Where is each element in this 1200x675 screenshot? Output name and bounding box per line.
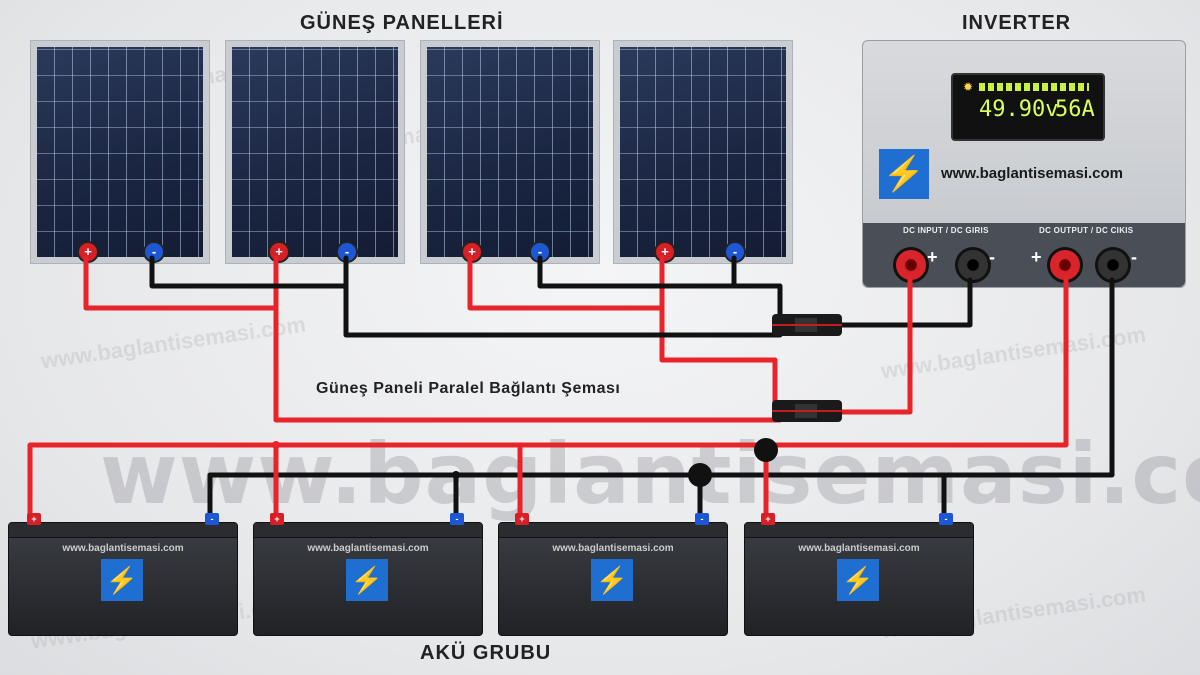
battery-1: + - www.baglantisemasi.com ⚡ (8, 513, 238, 636)
panel-negative-terminal: - (529, 241, 551, 263)
dc-input-negative-jack (955, 247, 991, 283)
battery-level-bars (979, 83, 1089, 91)
dc-input-positive-jack (893, 247, 929, 283)
junction-dot (754, 438, 778, 462)
voltage-readout: 49.90v (979, 97, 1059, 122)
solar-panel-4: + - (613, 40, 793, 264)
junction-dot (272, 441, 280, 449)
junction-dot (452, 471, 460, 479)
solar-panels-title: GÜNEŞ PANELLERİ (300, 12, 504, 34)
lightning-bolt-icon: ⚡ (101, 559, 143, 601)
inverter-output-positive-wire (27, 277, 1069, 523)
diagram-caption: Güneş Paneli Paralel Bağlantı Şeması (316, 380, 621, 397)
battery-3: + - www.baglantisemasi.com ⚡ (498, 513, 728, 636)
battery-negative-post: - (695, 513, 709, 525)
battery-positive-post: + (27, 513, 41, 525)
solar-panel-1: + - (30, 40, 210, 264)
inverter-unit: ✹ 49.90v 56A ⚡ www.baglantisemasi.com DC… (862, 40, 1186, 288)
battery-negative-post: - (450, 513, 464, 525)
battery-group-title: AKÜ GRUBU (420, 642, 552, 664)
battery-website-label: www.baglantisemasi.com (307, 543, 429, 554)
panel-negative-wire (149, 255, 783, 338)
lightning-bolt-icon: ⚡ (837, 559, 879, 601)
battery-website-label: www.baglantisemasi.com (62, 543, 184, 554)
combiner-negative-to-inverter (837, 277, 973, 328)
inverter-website-label: www.baglantisemasi.com (941, 165, 1123, 182)
solar-panel-3: + - (420, 40, 600, 264)
battery-website-label: www.baglantisemasi.com (552, 543, 674, 554)
battery-2: + - www.baglantisemasi.com ⚡ (253, 513, 483, 636)
solar-panel-2: + - (225, 40, 405, 264)
junction-dot (688, 463, 712, 487)
dc-output-plus-sign: + (1031, 247, 1042, 267)
battery-positive-post: + (761, 513, 775, 525)
panel-positive-terminal: + (654, 241, 676, 263)
dc-output-minus-sign: - (1131, 247, 1137, 267)
inverter-title: INVERTER (962, 12, 1072, 34)
inverter-output-negative-wire (207, 277, 1115, 523)
inverter-display: ✹ 49.90v 56A (951, 73, 1105, 141)
battery-4: + - www.baglantisemasi.com ⚡ (744, 513, 974, 636)
current-readout: 56A (1055, 97, 1095, 122)
battery-positive-post: + (270, 513, 284, 525)
dc-output-label: DC OUTPUT / DC CIKIS (1039, 226, 1134, 235)
lightning-bolt-icon: ⚡ (879, 149, 929, 199)
battery-negative-post: - (205, 513, 219, 525)
sun-icon: ✹ (963, 80, 974, 94)
mc4-combiner-negative (772, 314, 842, 336)
dc-input-minus-sign: - (989, 247, 995, 267)
dc-input-label: DC INPUT / DC GIRIS (903, 226, 989, 235)
panel-negative-wire (537, 255, 783, 321)
battery-positive-post: + (515, 513, 529, 525)
panel-positive-terminal: + (268, 241, 290, 263)
combiner-positive-to-inverter (837, 277, 913, 415)
mc4-combiner-positive (772, 400, 842, 422)
lightning-bolt-icon: ⚡ (591, 559, 633, 601)
battery-website-label: www.baglantisemasi.com (798, 543, 920, 554)
lightning-bolt-icon: ⚡ (346, 559, 388, 601)
battery-negative-post: - (939, 513, 953, 525)
panel-positive-wire (83, 255, 783, 423)
dc-input-plus-sign: + (927, 247, 938, 267)
